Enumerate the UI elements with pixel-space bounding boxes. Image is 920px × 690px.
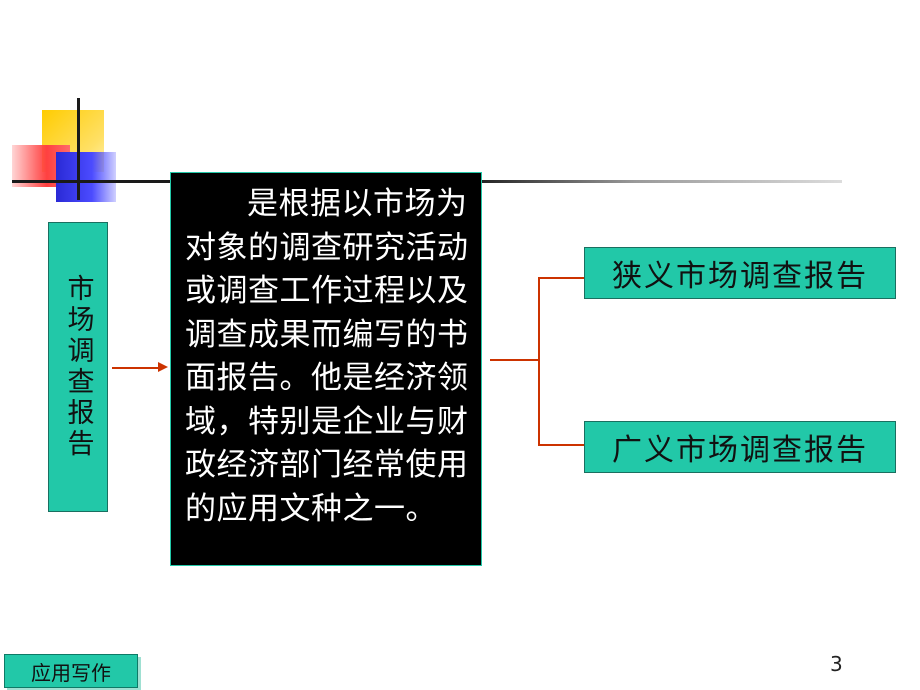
category-narrow-box: 狭义市场调查报告 xyxy=(584,247,896,299)
footer-tag: 应用写作 xyxy=(4,654,138,688)
connector-vertical xyxy=(538,277,540,445)
arrow-line xyxy=(112,367,164,369)
connector-top xyxy=(538,277,584,279)
definition-box: 是根据以市场为对象的调查研究活动或调查工作过程以及调查成果而编写的书面报告。他是… xyxy=(170,172,482,566)
category-broad-box: 广义市场调查报告 xyxy=(584,421,896,473)
connector-main xyxy=(490,359,538,361)
connector-bottom xyxy=(538,444,584,446)
slide-title: 市场调查报告 xyxy=(62,274,94,460)
arrow-right-icon xyxy=(158,362,168,372)
decor-blue-square xyxy=(56,152,116,202)
decor-vertical-line xyxy=(77,98,80,200)
definition-text: 是根据以市场为对象的调查研究活动或调查工作过程以及调查成果而编写的书面报告。他是… xyxy=(185,186,469,527)
page-number: 3 xyxy=(830,652,843,676)
title-box: 市场调查报告 xyxy=(48,222,108,512)
